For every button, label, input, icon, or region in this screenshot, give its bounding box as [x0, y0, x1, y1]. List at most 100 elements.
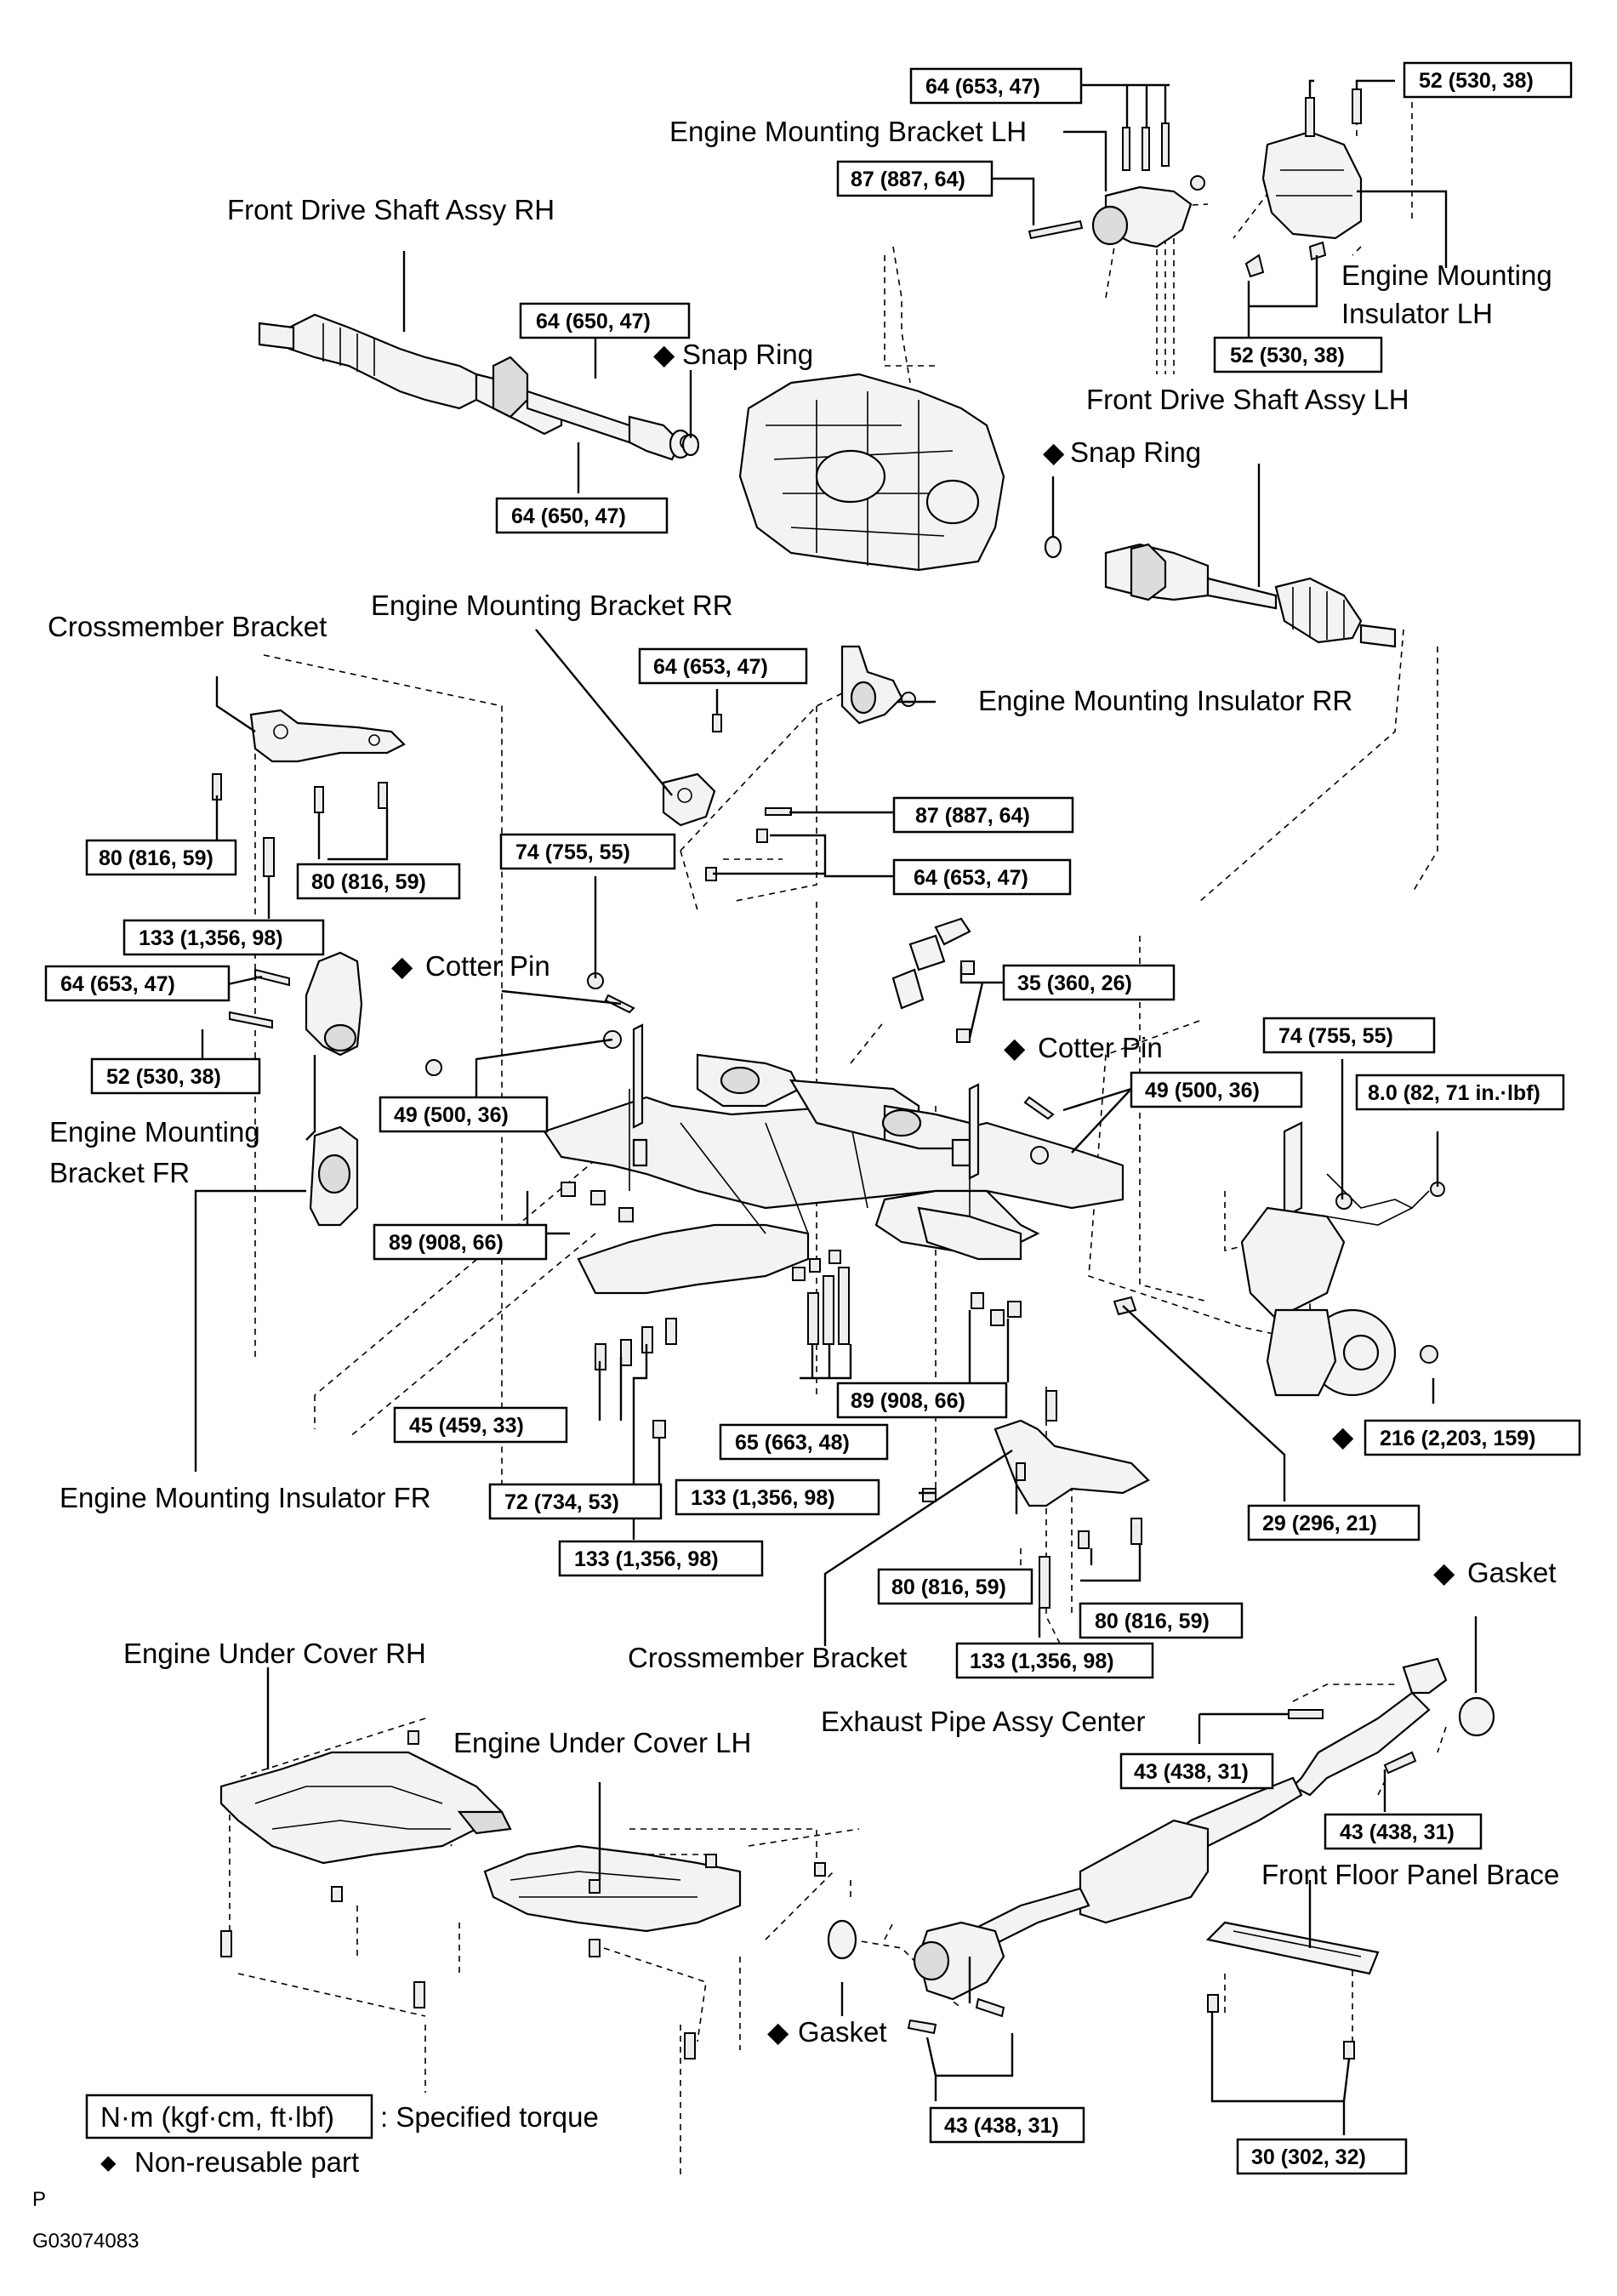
torque-box: 52 (530, 38) [1213, 336, 1383, 373]
label-engine-mounting-insulator-lh-2: Insulator LH [1341, 298, 1493, 329]
diamond-icon: ◆ [653, 339, 675, 370]
engine-mounting-insulator-rr-drawing [840, 645, 916, 725]
footer: P G03074083 [32, 2188, 139, 2253]
label-engine-mounting-insulator-fr: Engine Mounting Insulator FR [60, 1482, 431, 1513]
engine-under-cover-lh-drawing [483, 1844, 826, 2060]
torque-box: 64 (650, 47) [519, 302, 691, 339]
torque-value: 52 (530, 38) [1230, 344, 1345, 367]
torque-box: 133 (1,356, 98) [955, 1642, 1154, 1679]
legend: N·m (kgf·cm, ft·lbf) : Specified torque … [85, 2094, 599, 2178]
label-engine-mounting-bracket-rr: Engine Mounting Bracket RR [371, 590, 733, 621]
torque-box: 64 (650, 47) [495, 497, 669, 534]
label-cotter-pin-1: Cotter Pin [425, 950, 550, 982]
label-exhaust-pipe-center: Exhaust Pipe Assy Center [821, 1706, 1146, 1737]
torque-box: 49 (500, 36) [379, 1096, 549, 1133]
label-engine-mounting-bracket-lh: Engine Mounting Bracket LH [669, 116, 1027, 147]
diamond-icon: ◆ [1004, 1032, 1026, 1063]
exhaust-pipe-drawing [827, 1657, 1495, 2035]
label-engine-under-cover-rh: Engine Under Cover RH [123, 1638, 426, 1669]
torque-value: 43 (438, 31) [1134, 1760, 1249, 1784]
steering-shaft-drawing [891, 917, 975, 1043]
diamond-icon: ◆ [100, 2151, 117, 2174]
engine-mounting-insulator-lh-drawing [1244, 88, 1363, 278]
torque-value: 64 (653, 47) [653, 655, 768, 679]
diamond-icon: ◆ [1332, 1421, 1354, 1452]
label-snap-ring-2: Snap Ring [1070, 436, 1201, 468]
torque-box: 52 (530, 38) [90, 1057, 261, 1095]
front-floor-panel-brace-drawing [1205, 1921, 1380, 2060]
legend-nonreusable: Non-reusable part [134, 2146, 359, 2178]
torque-value: 72 (734, 53) [504, 1490, 619, 1514]
torque-box: 216 (2,203, 159) [1364, 1419, 1581, 1456]
label-front-floor-panel-brace: Front Floor Panel Brace [1261, 1859, 1559, 1890]
torque-box: 64 (653, 47) [44, 965, 231, 1002]
label-gasket-2: Gasket [798, 2016, 887, 2048]
diamond-icon: ◆ [767, 2016, 789, 2048]
torque-value: 133 (1,356, 98) [574, 1547, 719, 1571]
torque-box: 74 (755, 55) [499, 833, 676, 870]
engine-under-cover-rh-drawing [219, 1730, 512, 2008]
diamond-icon: ◆ [1433, 1557, 1455, 1588]
torque-box: 43 (438, 31) [929, 2106, 1085, 2144]
crossmember-bracket-bottom-drawing [994, 1419, 1150, 1609]
leader-lines [194, 79, 1478, 2135]
torque-box: 8.0 (82, 71 in.·lbf) [1355, 1074, 1565, 1111]
engine-mounting-bracket-fr-drawing [229, 951, 442, 1076]
torque-box: 29 (296, 21) [1247, 1504, 1421, 1541]
torque-box: 35 (360, 26) [1002, 964, 1176, 1001]
torque-value: 133 (1,356, 98) [970, 1649, 1114, 1673]
label-engine-mounting-insulator-lh-1: Engine Mounting [1341, 259, 1552, 291]
legend-torque-box [85, 2094, 373, 2139]
label-engine-mounting-bracket-fr-1: Engine Mounting [49, 1116, 260, 1148]
torque-box: 64 (653, 47) [638, 647, 808, 685]
torque-box: 64 (653, 47) [892, 858, 1072, 896]
torque-value: 133 (1,356, 98) [139, 926, 283, 950]
torque-box: 49 (500, 36) [1130, 1071, 1303, 1108]
label-engine-under-cover-lh: Engine Under Cover LH [453, 1727, 751, 1758]
torque-value: 35 (360, 26) [1017, 971, 1132, 995]
torque-value: 89 (908, 66) [389, 1231, 504, 1255]
front-drive-shaft-lh-drawing [681, 433, 1397, 648]
crossmember-bracket-top-drawing [212, 709, 406, 877]
steering-knuckle-drawing [1113, 1121, 1445, 1397]
torque-value: 216 (2,203, 159) [1380, 1427, 1535, 1450]
torque-value: 133 (1,356, 98) [691, 1486, 835, 1510]
torque-value: 80 (816, 59) [99, 846, 214, 870]
torque-box: 80 (816, 59) [85, 839, 237, 876]
torque-value: 80 (816, 59) [311, 870, 426, 894]
torque-value: 45 (459, 33) [409, 1414, 524, 1438]
torque-box: 133 (1,356, 98) [122, 919, 325, 956]
torque-box: 133 (1,356, 98) [675, 1478, 880, 1516]
label-cotter-pin-2: Cotter Pin [1038, 1032, 1163, 1063]
label-gasket-1: Gasket [1467, 1557, 1557, 1588]
transaxle-drawing [738, 373, 1005, 572]
label-front-drive-shaft-lh: Front Drive Shaft Assy LH [1086, 384, 1409, 415]
torque-value: 80 (816, 59) [891, 1575, 1006, 1599]
label-crossmember-bracket-2: Crossmember Bracket [628, 1642, 907, 1673]
torque-value: 49 (500, 36) [394, 1103, 509, 1127]
torque-box: 43 (438, 31) [1119, 1752, 1274, 1790]
torque-box: 87 (887, 64) [836, 160, 994, 197]
torque-box: 52 (530, 38) [1403, 61, 1573, 99]
torque-value: 8.0 (82, 71 in.·lbf) [1368, 1081, 1540, 1105]
torque-value: 49 (500, 36) [1145, 1079, 1260, 1102]
label-crossmember-bracket-1: Crossmember Bracket [48, 611, 327, 642]
torque-value: 64 (650, 47) [536, 310, 651, 333]
torque-value: 64 (653, 47) [914, 866, 1028, 890]
footer-letter: P [32, 2188, 46, 2211]
part-labels: Front Drive Shaft Assy RH Engine Mountin… [48, 116, 1559, 2048]
torque-value: 30 (302, 32) [1251, 2145, 1366, 2169]
torque-box: 80 (816, 59) [1079, 1602, 1244, 1639]
diamond-icon: ◆ [391, 950, 413, 982]
torque-value: 74 (755, 55) [515, 840, 630, 864]
torque-value: 74 (755, 55) [1278, 1024, 1393, 1048]
figure-code: G03074083 [32, 2230, 139, 2253]
legend-torque-units: N·m (kgf·cm, ft·lbf) [100, 2101, 334, 2133]
torque-box: 64 (653, 47) [909, 67, 1083, 105]
torque-box: 30 (302, 32) [1236, 2138, 1408, 2175]
torque-value: 29 (296, 21) [1262, 1512, 1377, 1535]
label-front-drive-shaft-rh: Front Drive Shaft Assy RH [227, 194, 555, 225]
torque-value: 52 (530, 38) [106, 1065, 221, 1089]
